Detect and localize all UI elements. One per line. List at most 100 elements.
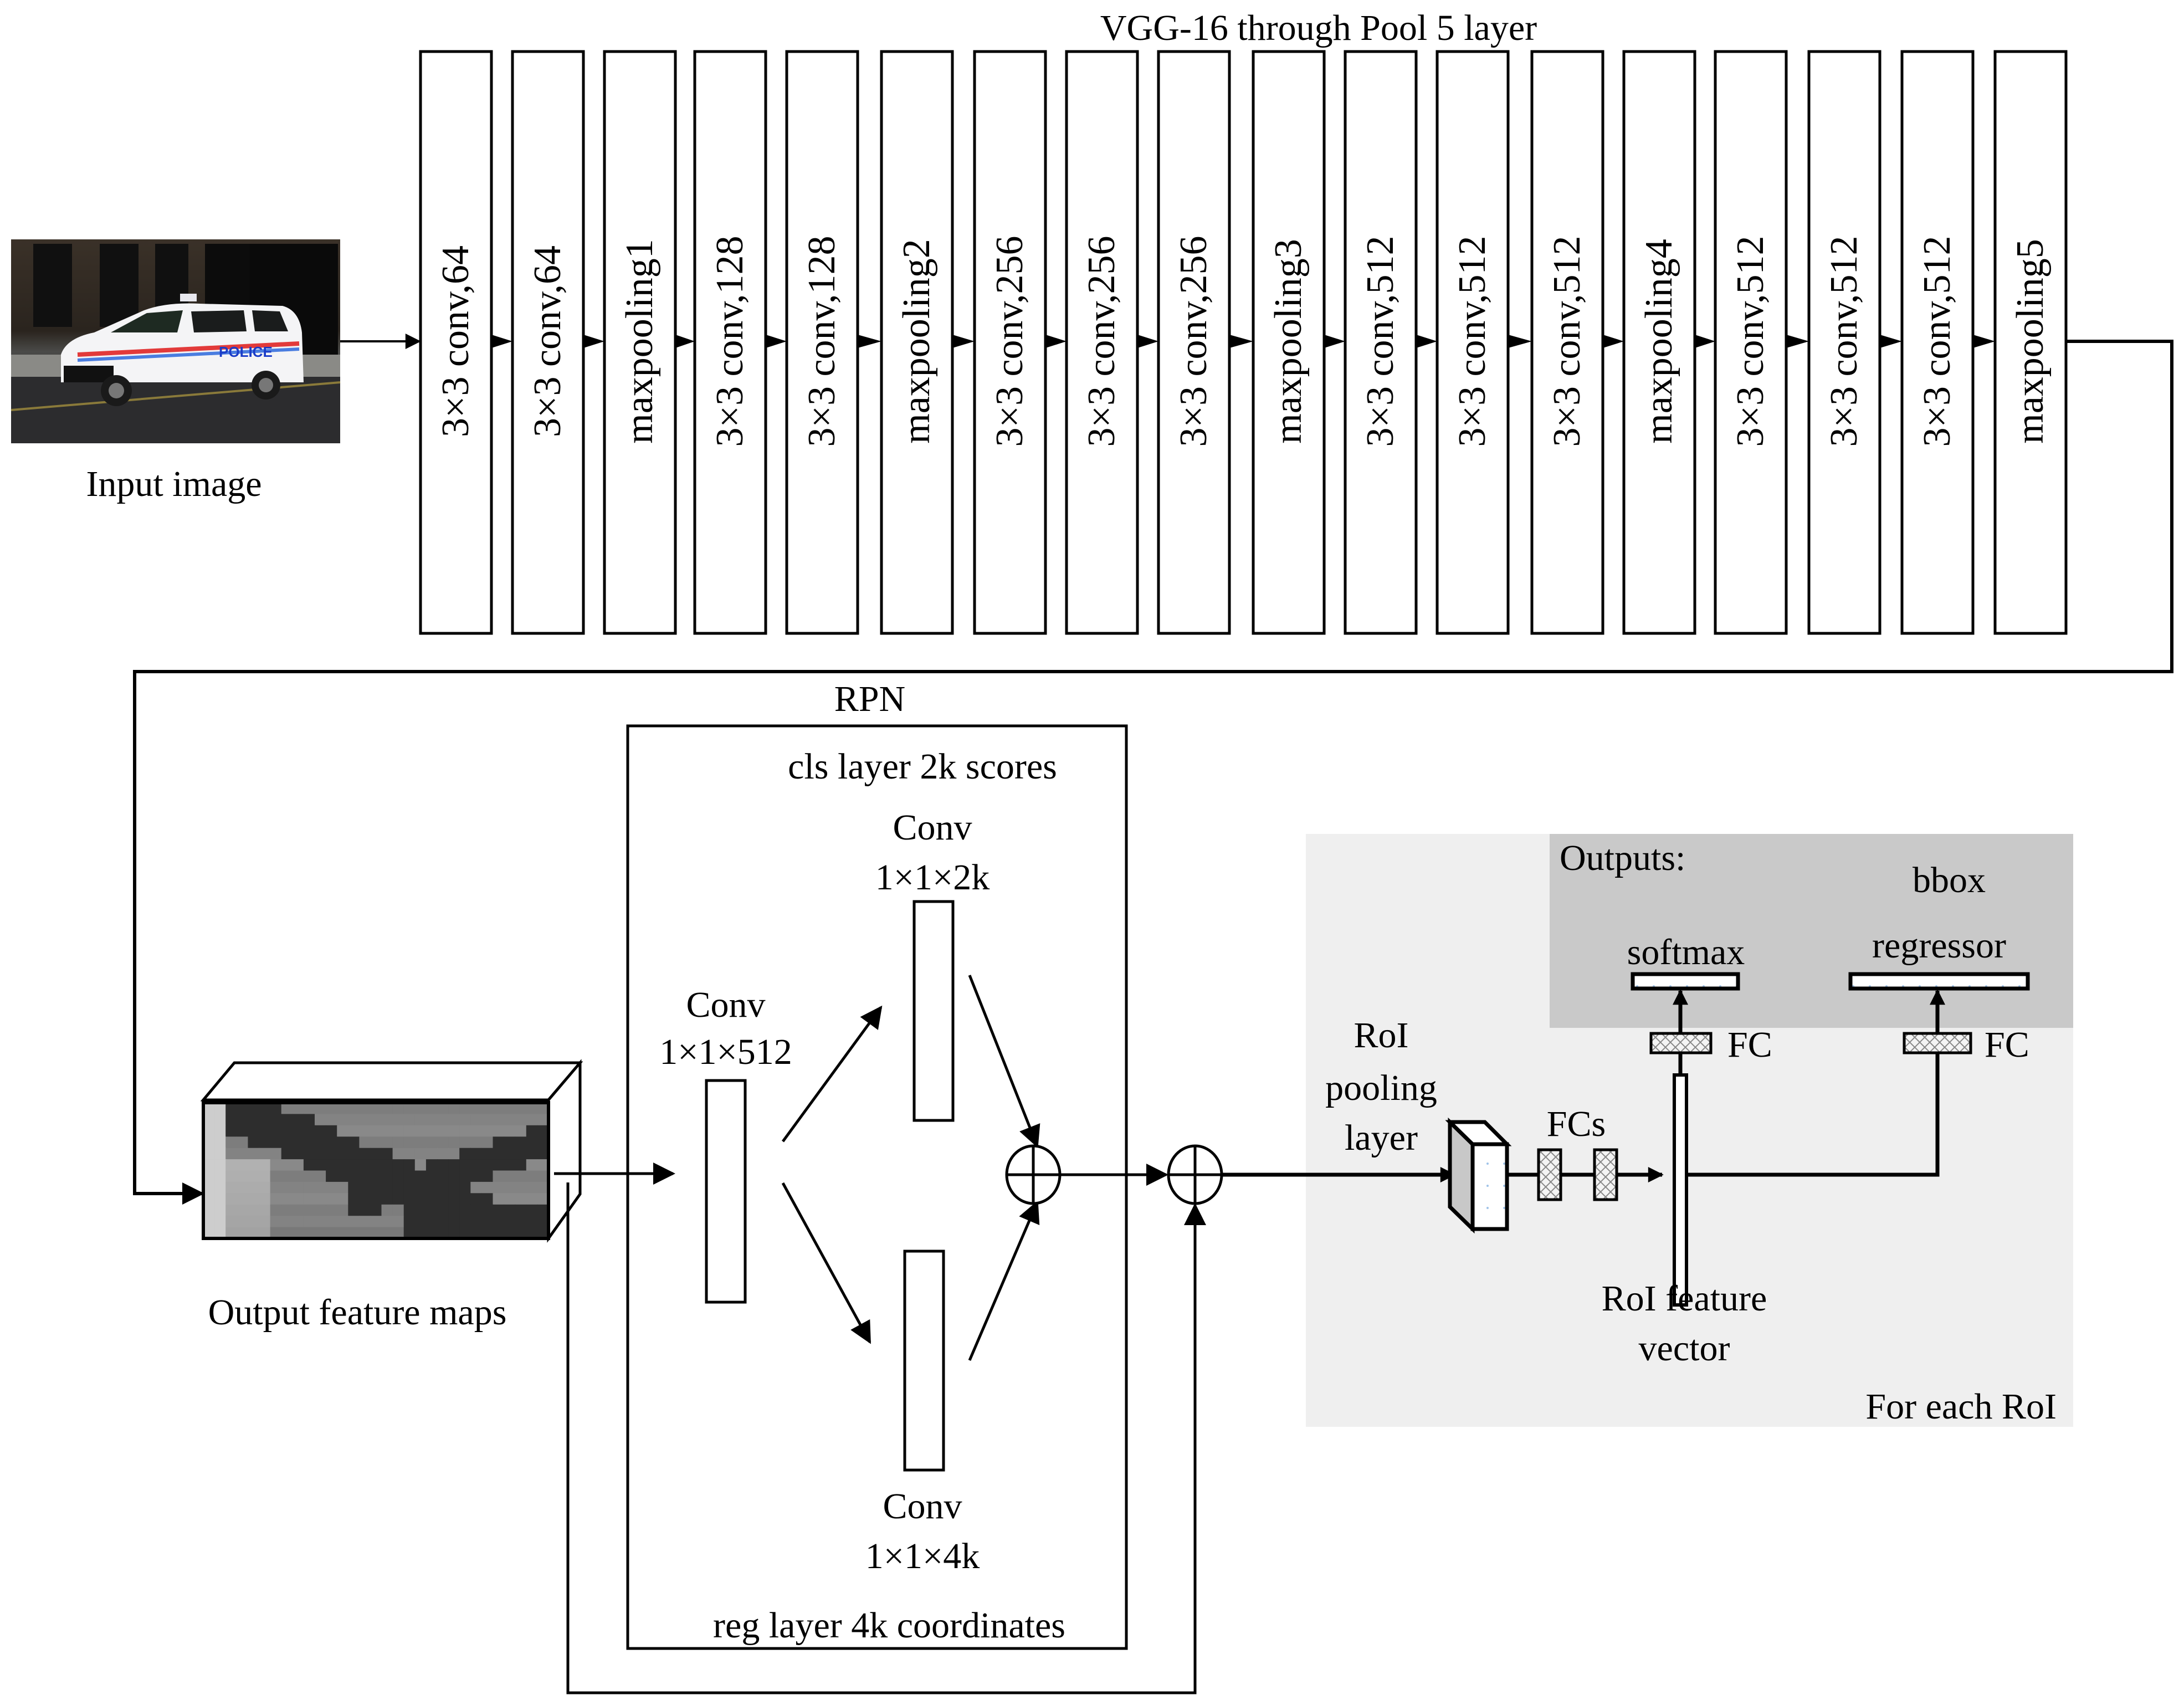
feature-map-cell (425, 1136, 438, 1149)
feature-map-cell (237, 1170, 248, 1182)
feature-map-cell (292, 1136, 304, 1149)
feature-map-cell (359, 1159, 371, 1171)
feature-map-cell (459, 1114, 471, 1126)
feature-map-cell (259, 1216, 271, 1228)
rpn-title: RPN (834, 679, 905, 719)
feature-map-cell (292, 1148, 304, 1160)
feature-map-cell (237, 1148, 248, 1160)
feature-map-cell (292, 1159, 304, 1171)
rpn-reg-label: reg layer 4k coordinates (713, 1605, 1065, 1646)
feature-map-cell (437, 1125, 449, 1137)
feature-map-cell (203, 1159, 215, 1171)
feature-map-cell (403, 1125, 416, 1137)
feature-map-cell (225, 1114, 237, 1126)
vgg-arrow (1603, 335, 1624, 348)
feature-map-cell (303, 1159, 315, 1171)
feature-map-cell (414, 1103, 427, 1114)
feature-map-cell (270, 1148, 282, 1160)
feature-map-cell (504, 1216, 516, 1228)
vgg-layer-label: 3×3 conv,512 (1729, 235, 1772, 447)
feature-map-cell (493, 1136, 505, 1149)
feature-map-cell (470, 1159, 482, 1171)
feature-map-cell (470, 1181, 482, 1194)
feature-map-cell (237, 1181, 248, 1194)
vgg-arrow (858, 335, 881, 348)
feature-map-cell (481, 1136, 494, 1149)
feature-map-cell (414, 1136, 427, 1149)
feature-map-cell (381, 1193, 393, 1205)
feature-map-cell (493, 1193, 505, 1205)
vgg-layer-box (419, 50, 493, 635)
vgg-layer-box (1065, 50, 1139, 635)
feature-map-cell (459, 1204, 471, 1216)
feature-map-cell (448, 1204, 460, 1216)
feature-map-cell (470, 1216, 482, 1228)
feature-map-cell (504, 1136, 516, 1149)
feature-map-cell (504, 1227, 516, 1239)
feature-map-cell (504, 1103, 516, 1114)
vgg-layer-box (1436, 50, 1510, 635)
feature-map-cell (381, 1159, 393, 1171)
feature-map-cell (481, 1103, 494, 1114)
feature-map-cell (437, 1216, 449, 1228)
conv-reg-label-2: 1×1×4k (865, 1536, 980, 1576)
feature-map-cell (493, 1125, 505, 1137)
feature-map-cell (370, 1204, 382, 1216)
feature-map-cell (359, 1193, 371, 1205)
feature-map-cell (425, 1216, 438, 1228)
skip-connection (566, 1182, 1206, 1694)
feature-map-cell (537, 1148, 549, 1160)
feature-map-cell (425, 1114, 438, 1126)
feature-map-cell (481, 1170, 494, 1182)
feature-map-cell (281, 1204, 293, 1216)
feature-map-cell (370, 1148, 382, 1160)
roi-pool-label-1: RoI (1354, 1015, 1409, 1056)
feature-map-cell (437, 1193, 449, 1205)
feature-map-cell (248, 1181, 260, 1194)
feature-map-cell (526, 1204, 538, 1216)
feature-map-cell (403, 1216, 416, 1228)
feature-map-cell (214, 1216, 226, 1228)
feature-map-cell (370, 1103, 382, 1114)
feature-map-cell (448, 1159, 460, 1171)
feature-map-cell (414, 1125, 427, 1137)
vgg-arrow (675, 335, 695, 348)
feature-map-cell (437, 1103, 449, 1114)
feature-map-cell (326, 1125, 337, 1137)
feature-map-cell (237, 1216, 248, 1228)
feature-map-cell (414, 1193, 427, 1205)
feature-map-cell (303, 1216, 315, 1228)
feature-map-cell (403, 1136, 416, 1149)
feature-map-cell (392, 1114, 404, 1126)
vgg-layer-label: 3×3 conv,512 (1359, 235, 1402, 447)
vgg-layer-box (1993, 50, 2068, 635)
feature-map-cell (326, 1159, 337, 1171)
feature-map-cell (403, 1181, 416, 1194)
feature-map-cell (292, 1193, 304, 1205)
roi-pool-label-2: pooling (1325, 1068, 1437, 1108)
feature-map-cell (225, 1136, 237, 1149)
feature-map-cell (370, 1227, 382, 1239)
feature-map-cell (259, 1227, 271, 1239)
feature-map-cell (504, 1181, 516, 1194)
feature-map-cell (281, 1148, 293, 1160)
feature-map-cell (437, 1159, 449, 1171)
branch-arrow-reg (781, 1182, 871, 1344)
feature-map-cell (337, 1125, 348, 1137)
feature-map-cell (270, 1204, 282, 1216)
feature-map-cell (414, 1216, 427, 1228)
feature-map-cell (248, 1114, 260, 1126)
feature-map-cell (381, 1114, 393, 1126)
feature-map-cell (225, 1159, 237, 1171)
feature-map-cell (448, 1136, 460, 1149)
vgg-arrow (1416, 335, 1437, 348)
feature-map-cell (292, 1114, 304, 1126)
feature-map-cell (281, 1216, 293, 1228)
feature-map-cell (359, 1114, 371, 1126)
roi-vector-label-1: RoI feature (1602, 1278, 1767, 1319)
feature-map-cell (537, 1193, 549, 1205)
feature-map-cell (392, 1148, 404, 1160)
outputs-label: Outputs: (1560, 838, 1685, 878)
feature-map-cell (414, 1204, 427, 1216)
